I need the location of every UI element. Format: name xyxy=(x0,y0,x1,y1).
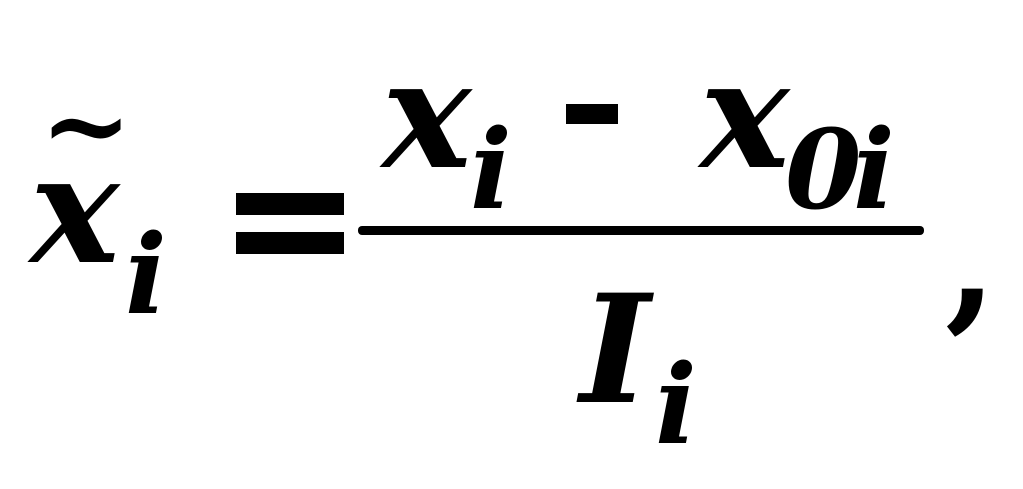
lhs-tilde-accent: ~ xyxy=(40,60,133,189)
numerator-term1-variable: x xyxy=(382,27,472,203)
numerator-term2-subscript-digit: 0 xyxy=(785,105,862,234)
minus-sign: - xyxy=(566,104,618,124)
denominator-variable: I xyxy=(580,262,651,438)
denominator-subscript: i xyxy=(655,340,697,469)
trailing-comma: , xyxy=(945,172,998,348)
equals-top-bar xyxy=(236,193,344,215)
numerator-term1-subscript: i xyxy=(470,105,512,234)
lhs-variable: x xyxy=(30,122,120,298)
numerator-term2-subscript-letter: i xyxy=(853,105,895,234)
fraction-line xyxy=(358,226,924,235)
equals-bottom-bar xyxy=(236,232,344,254)
numerator-term2-variable: x xyxy=(700,27,790,203)
lhs-subscript: i xyxy=(125,210,167,339)
